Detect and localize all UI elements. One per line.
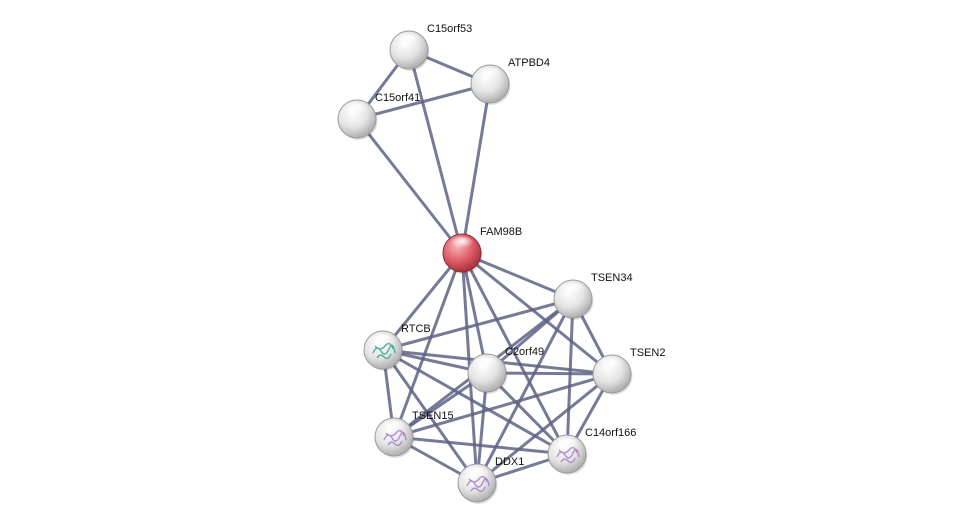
node-gloss (397, 34, 421, 48)
node-label-c14orf166: C14orf166 (585, 427, 636, 439)
edge-tsen2-ddx1 (475, 372, 614, 485)
node-label-c2orf49: C2orf49 (505, 346, 544, 358)
node-gloss (475, 357, 499, 371)
edge-c15orf53-fam98b (407, 48, 464, 255)
node-label-atpbd4: ATPBD4 (508, 57, 550, 69)
edge-fam98b-c2orf49 (460, 251, 489, 375)
edge-tsen34-c14orf166 (565, 297, 575, 456)
edge-fam98b-rtcb (381, 251, 464, 352)
node-tsen34[interactable]: TSEN34 (553, 272, 633, 320)
node-gloss (465, 467, 489, 481)
node-label-c15orf41: C15orf41 (375, 92, 420, 104)
edge-tsen15-c14orf166 (392, 435, 569, 456)
node-atpbd4[interactable]: ATPBD4 (470, 57, 550, 105)
node-c15orf53[interactable]: C15orf53 (389, 23, 472, 71)
node-gloss (382, 421, 406, 435)
node-rtcb[interactable]: RTCB (363, 323, 431, 371)
node-label-ddx1: DDX1 (495, 456, 524, 468)
node-label-fam98b: FAM98B (480, 226, 522, 238)
edge-tsen34-ddx1 (475, 297, 575, 485)
edge-fam98b-tsen2 (460, 251, 614, 376)
node-gloss (561, 283, 585, 297)
node-c2orf49[interactable]: C2orf49 (467, 346, 544, 394)
edge-c2orf49-tsen2 (485, 371, 614, 376)
node-fam98b[interactable]: FAM98B (442, 226, 522, 274)
edge-fam98b-tsen15 (392, 251, 464, 439)
edge-c15orf41-fam98b (355, 117, 464, 255)
node-ddx1[interactable]: DDX1 (457, 456, 524, 504)
node-label-tsen2: TSEN2 (630, 347, 665, 359)
node-label-tsen34: TSEN34 (591, 272, 633, 284)
edge-c15orf41-atpbd4 (355, 82, 492, 121)
node-tsen2[interactable]: TSEN2 (592, 347, 665, 395)
node-label-rtcb: RTCB (401, 323, 431, 335)
edge-tsen34-rtcb (381, 297, 575, 352)
node-label-tsen15: TSEN15 (412, 410, 454, 422)
node-gloss (600, 358, 624, 372)
node-c14orf166[interactable]: C14orf166 (547, 427, 636, 475)
edge-tsen2-tsen15 (392, 372, 614, 439)
edge-atpbd4-fam98b (460, 82, 492, 255)
edge-rtcb-ddx1 (381, 348, 479, 485)
edge-fam98b-tsen34 (460, 251, 575, 301)
node-label-c15orf53: C15orf53 (427, 23, 472, 35)
node-tsen15[interactable]: TSEN15 (374, 410, 454, 458)
edge-fam98b-c14orf166 (460, 251, 569, 456)
node-gloss (371, 334, 395, 348)
node-gloss (555, 438, 579, 452)
node-gloss (478, 68, 502, 82)
node-gloss (345, 103, 369, 117)
node-c15orf41[interactable]: C15orf41 (337, 92, 420, 140)
node-gloss (450, 237, 474, 251)
